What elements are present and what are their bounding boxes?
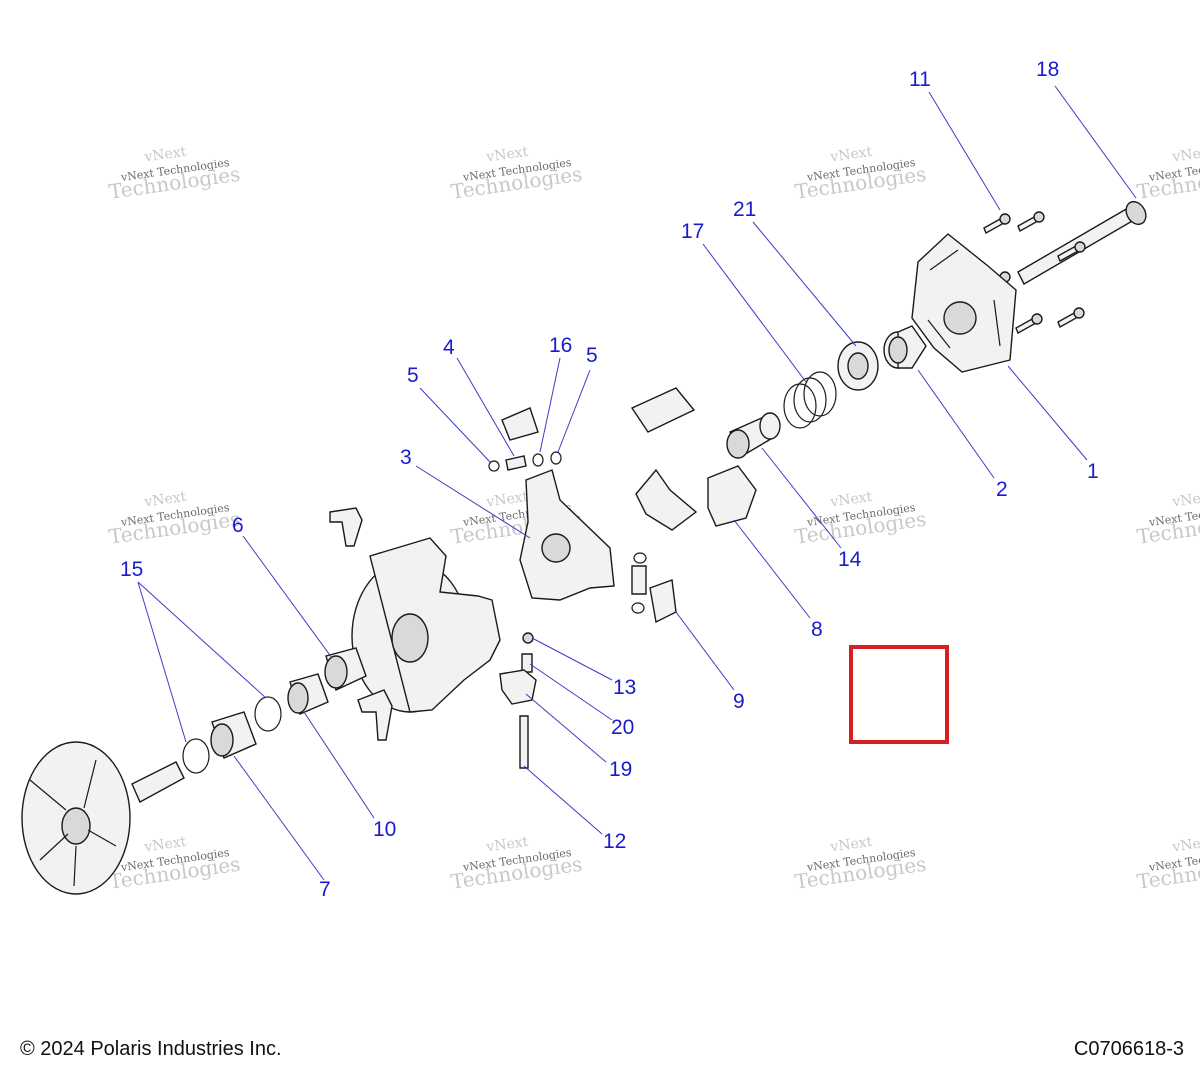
copyright-text: © 2024 Polaris Industries Inc. xyxy=(20,1038,282,1060)
svg-text:vNext: vNext xyxy=(828,489,873,511)
callout-20: 20 xyxy=(611,716,634,739)
svg-text:vNext: vNext xyxy=(484,144,529,166)
callout-10: 10 xyxy=(373,818,396,841)
part-4-pin xyxy=(505,455,527,471)
callout-4: 4 xyxy=(443,336,455,359)
part-21-washer xyxy=(837,341,879,391)
svg-text:vNext: vNext xyxy=(1170,834,1200,856)
callout-5-right: 5 xyxy=(586,344,598,367)
part-11-bolts xyxy=(983,211,1086,334)
callout-9: 9 xyxy=(733,690,745,713)
callout-16: 16 xyxy=(549,334,572,357)
part-8-clips xyxy=(630,387,757,531)
callout-8: 8 xyxy=(811,618,823,641)
callout-14: 14 xyxy=(838,548,862,571)
svg-text:vNext: vNext xyxy=(1170,144,1200,166)
flyweight-arms xyxy=(329,507,393,741)
part-3-hub xyxy=(519,469,615,601)
part-6-bushing xyxy=(324,647,367,691)
callout-11: 11 xyxy=(909,68,931,91)
callout-5-left: 5 xyxy=(407,364,419,387)
callout-6: 6 xyxy=(232,514,244,537)
highlight-box xyxy=(849,645,949,744)
callout-18: 18 xyxy=(1036,58,1059,81)
part-7-bushing xyxy=(210,711,257,759)
part-12-pin xyxy=(519,715,529,769)
part-14-sleeve xyxy=(726,412,781,459)
part-18-shaft-bolt xyxy=(1017,200,1147,285)
callout-17: 17 xyxy=(681,220,704,243)
fixed-sheave xyxy=(21,741,185,895)
part-2-bushing xyxy=(883,325,927,369)
part-1-cover-plate xyxy=(911,233,1017,373)
callout-15: 15 xyxy=(120,558,143,581)
svg-text:vNext: vNext xyxy=(484,489,529,511)
callout-12: 12 xyxy=(603,830,626,853)
leader-lines xyxy=(137,85,1137,881)
diagram-code: C0706618-3 xyxy=(1073,1038,1184,1060)
svg-text:vNext: vNext xyxy=(142,489,187,511)
svg-text:vNext: vNext xyxy=(1170,489,1200,511)
part-20-bushing xyxy=(521,653,533,673)
part-5-orings xyxy=(488,451,562,472)
callout-2: 2 xyxy=(996,478,1008,501)
callout-13: 13 xyxy=(613,676,636,699)
callout-1: 1 xyxy=(1087,460,1099,483)
callout-3: 3 xyxy=(400,446,412,469)
svg-text:vNext: vNext xyxy=(142,144,187,166)
callout-19: 19 xyxy=(609,758,632,781)
svg-text:vNext: vNext xyxy=(828,834,873,856)
callout-labels: 11 18 21 17 16 4 5 5 3 1 2 6 14 15 8 13 … xyxy=(120,58,1099,901)
callout-7: 7 xyxy=(319,878,331,901)
callout-21: 21 xyxy=(733,198,756,221)
part-10-bushing xyxy=(287,673,329,715)
svg-text:vNext: vNext xyxy=(828,144,873,166)
part-19-arm xyxy=(499,669,537,705)
part-9-roller-assembly xyxy=(631,552,677,624)
part-16-retainer xyxy=(501,407,539,441)
part-15-orings xyxy=(182,696,282,774)
part-17-spring xyxy=(783,371,837,429)
svg-text:vNext: vNext xyxy=(484,834,529,856)
movable-sheave xyxy=(351,537,501,713)
svg-text:vNext: vNext xyxy=(142,834,187,856)
part-13-nut xyxy=(522,632,534,644)
